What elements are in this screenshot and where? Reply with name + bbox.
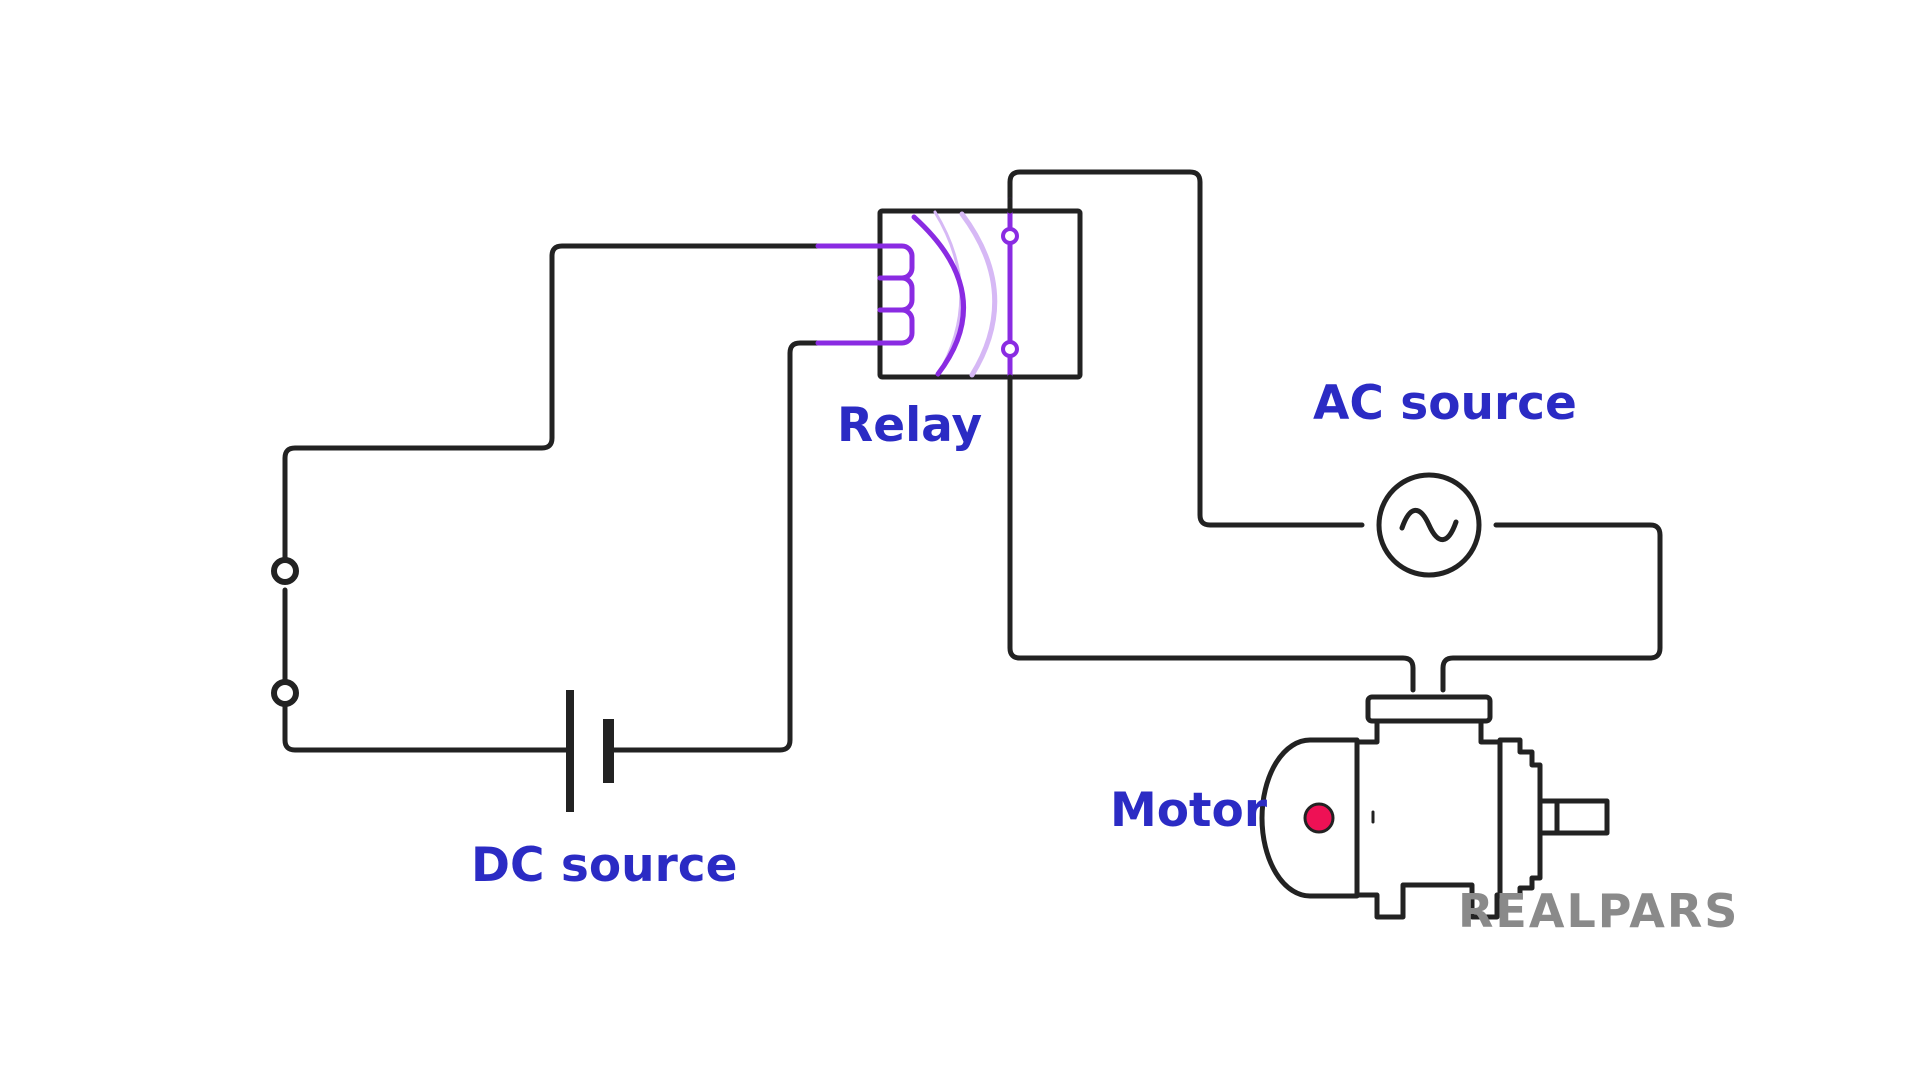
dc-wire-bottom [282, 700, 548, 753]
sine-wave-icon [1399, 507, 1459, 543]
motor-terminal-box [1365, 694, 1493, 724]
motor-end-cap [1497, 737, 1543, 899]
motor-indicator-light [1303, 802, 1335, 834]
ac-source-label: AC source [1313, 376, 1577, 431]
dc-wire-top [282, 243, 821, 571]
ac-source-symbol [1376, 472, 1482, 578]
switch-terminal-bottom [271, 679, 299, 707]
relay-internals [815, 197, 1013, 393]
dc-wire-return [617, 340, 821, 753]
relay-contact-top [1001, 227, 1019, 245]
motor-housing [1354, 718, 1503, 920]
magnetic-field-arc-outer [959, 211, 998, 378]
switch-terminal-top [271, 557, 299, 585]
dc-source-label: DC source [471, 838, 738, 893]
relay-coil [877, 243, 915, 346]
ac-wire-relay-motor [1007, 375, 1416, 693]
realpars-logo: REALPARS [1458, 884, 1740, 938]
relay-label: Relay [837, 398, 983, 453]
motor [1259, 694, 1610, 920]
ac-wire-top [1007, 169, 1365, 528]
motor-label: Motor [1110, 783, 1267, 838]
relay-contact-bottom [1001, 340, 1019, 358]
relay-housing [877, 208, 1083, 380]
motor-shaft [1554, 798, 1610, 836]
motor-fan-cover [1259, 737, 1360, 899]
ac-wire-right [1440, 522, 1663, 693]
magnetic-field-arc-mid [933, 210, 963, 377]
magnetic-field-arc-inner [911, 214, 966, 377]
